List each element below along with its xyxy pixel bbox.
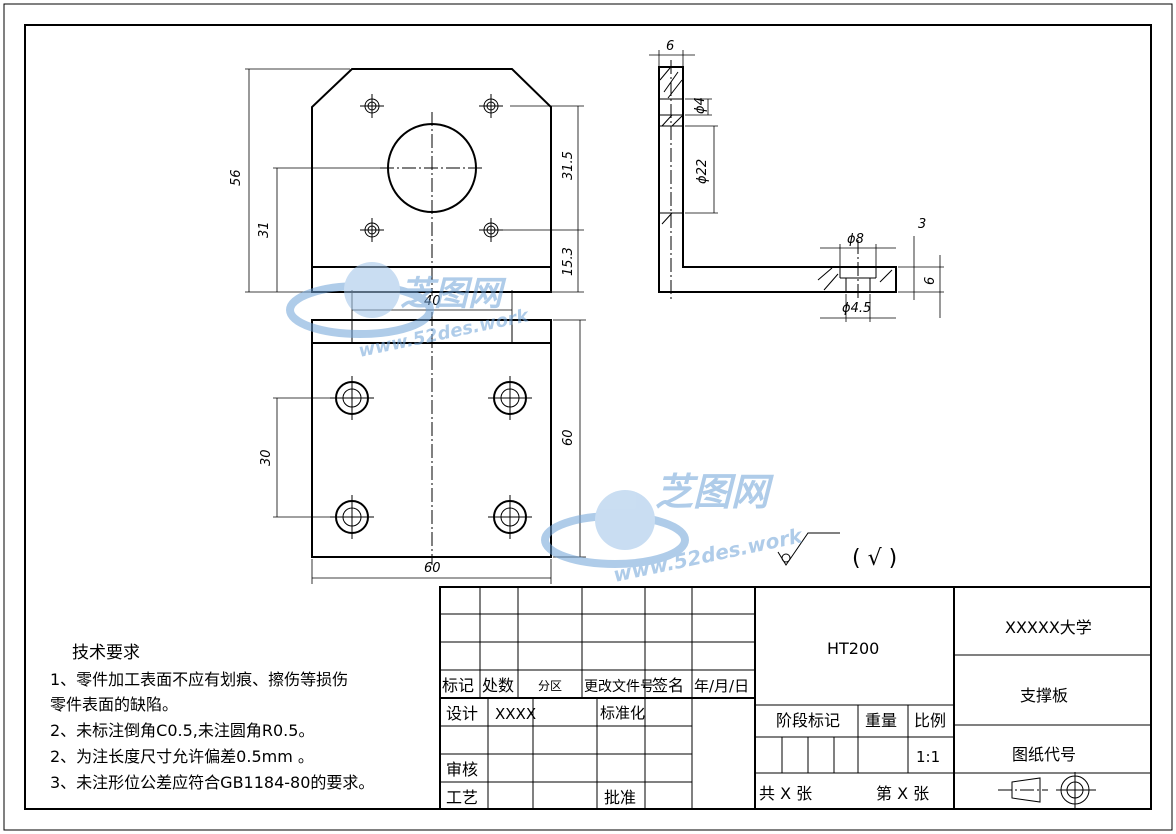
sheet-number: 第 X 张 <box>876 784 929 803</box>
dim-15-3: 15.3 <box>561 247 576 276</box>
title-block: HT200 XXXXX大学 支撑板 图纸代号 标记 处数 分区 更改文件号 签名… <box>439 586 1152 810</box>
watermark-brand: 芝图网 <box>400 274 507 314</box>
watermark-brand-2: 芝图网 <box>655 470 774 514</box>
dim-phi4: ϕ4 <box>693 97 708 114</box>
designer-name: XXXX <box>495 705 536 723</box>
surface-finish-symbol: ( √ ) <box>777 532 897 571</box>
tech-req-item-3: 3、未注形位公差应符合GB1184-80的要求。 <box>50 773 374 792</box>
dim-phi8: ϕ8 <box>847 232 864 247</box>
watermark-1: 芝图网 www.52des.work <box>286 262 531 362</box>
dim-6-base: 6 <box>923 277 938 285</box>
material: HT200 <box>827 639 879 658</box>
surface-finish-note: ( √ ) <box>852 546 897 571</box>
label-date: 年/月/日 <box>694 677 749 695</box>
outer-border <box>3 3 1173 831</box>
tech-req-item-1: 1、零件加工表面不应有划痕、擦伤等损伤 <box>50 670 348 689</box>
label-zone: 分区 <box>538 679 562 693</box>
technical-requirements: 技术要求 1、零件加工表面不应有划痕、擦伤等损伤 零件表面的缺陷。 2、未标注倒… <box>50 643 374 792</box>
label-approve: 批准 <box>604 788 636 807</box>
dim-phi4-5: ϕ4.5 <box>842 301 871 316</box>
watermark-2: 芝图网 www.52des.work <box>541 470 806 587</box>
tech-req-item-1b: 零件表面的缺陷。 <box>50 695 178 714</box>
dim-31: 31 <box>257 221 272 238</box>
label-change-doc: 更改文件号 <box>584 679 654 695</box>
drawing-number-label: 图纸代号 <box>1012 745 1076 764</box>
label-review: 审核 <box>446 760 478 779</box>
label-count: 处数 <box>482 676 514 695</box>
label-stage-mark: 阶段标记 <box>776 711 840 730</box>
school-name: XXXXX大学 <box>1005 618 1092 637</box>
projection-symbol <box>998 772 1096 808</box>
side-view: 6 ϕ4 ϕ22 ϕ8 3 6 ϕ4.5 <box>649 39 944 322</box>
label-standardize: 标准化 <box>600 704 645 722</box>
label-process: 工艺 <box>446 788 478 807</box>
front-view: 56 31 31.5 15.3 40 <box>229 68 584 320</box>
label-weight: 重量 <box>865 711 897 730</box>
part-name: 支撑板 <box>1020 686 1068 705</box>
dim-31-5: 31.5 <box>561 151 576 180</box>
tech-req-item-2b: 2、为注长度尺寸允许偏差0.5mm 。 <box>50 747 314 766</box>
dim-6-top: 6 <box>666 39 674 54</box>
dim-60-vertical: 60 <box>561 429 576 446</box>
dim-56: 56 <box>229 169 244 186</box>
dim-phi22: ϕ22 <box>695 159 710 184</box>
dim-60-horizontal: 60 <box>424 561 441 576</box>
label-signature: 签名 <box>652 676 684 695</box>
dim-3: 3 <box>918 217 926 232</box>
tech-req-item-2: 2、未标注倒角C0.5,未注圆角R0.5。 <box>50 721 314 740</box>
label-mark: 标记 <box>442 676 474 695</box>
label-design: 设计 <box>446 704 478 723</box>
top-view: 30 60 60 <box>259 312 586 584</box>
scale-value: 1:1 <box>916 748 940 766</box>
tech-req-title: 技术要求 <box>72 643 140 663</box>
dim-30: 30 <box>259 449 274 466</box>
label-scale: 比例 <box>914 711 946 730</box>
total-sheets: 共 X 张 <box>759 784 812 803</box>
